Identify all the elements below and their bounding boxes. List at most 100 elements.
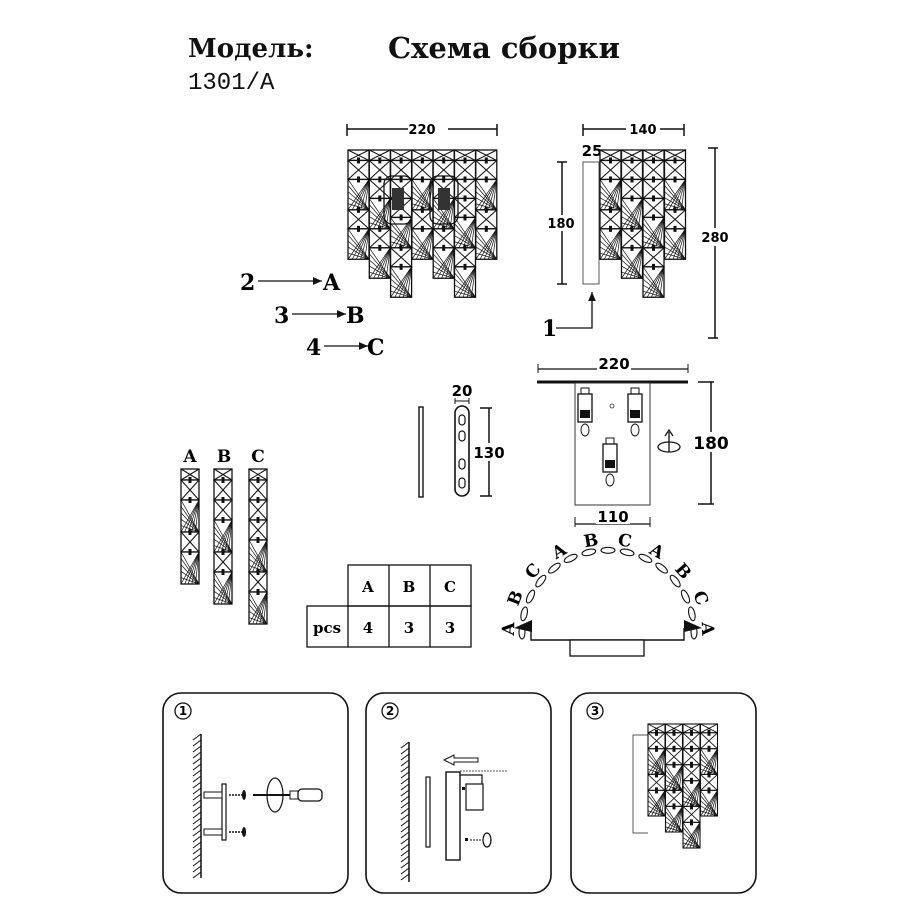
bracket-icon [425,776,431,848]
wall-hatch-icon [400,741,410,882]
screw-icon [229,790,246,837]
callout-number-2: 2 [240,270,255,296]
bracket-width-label: 20 [452,382,473,400]
arc-link [680,589,691,604]
table-value-b: 3 [404,619,414,637]
arc-end-pendant-right [684,620,702,632]
bracket-height-label: 130 [473,444,504,462]
top-width-label: 220 [598,355,629,373]
bracket-icon [221,783,227,841]
model-label: Модель: [188,34,314,64]
rotate-icon [657,428,681,453]
socket-icon [602,437,618,487]
bracket-view: 20 130 [418,382,505,498]
front-column-b [368,149,391,279]
arc-letter-c: C [616,530,633,552]
backplate-height-label: 180 [547,217,574,232]
arc-crystal-links [514,546,702,640]
bracket-plate [454,405,470,497]
callout-part-b: B [346,303,365,329]
wall-anchor-icon [203,791,223,836]
part-column-c [248,468,268,625]
callout-number-4: 4 [306,335,321,361]
arc-link [525,589,536,604]
parts-view: A B C [180,447,268,625]
arc-link [581,548,597,557]
table-value-a: 4 [363,619,373,637]
bracket-height-dimension: 130 [473,407,505,497]
page-title: Схема сборки [388,31,620,65]
table-header-b: B [403,578,416,596]
side-crystal-columns [599,149,687,298]
backplate-depth-label: 25 [582,142,603,160]
assembled-fixture [647,723,719,849]
step3-column-a [699,723,719,817]
front-column-a [475,149,498,260]
step-number-badge-3 [586,702,604,720]
callout-part-a: A [322,270,341,296]
arc-letter-a: A [697,621,718,637]
arc-link [669,574,681,588]
side-callout: 1 [542,292,596,342]
arc-link [520,606,529,622]
side-column-a [663,149,687,260]
socket-icon [627,387,643,437]
arc-letter-c: C [688,588,712,608]
step-number-badge-1 [174,702,192,720]
step-number-1: 1 [179,704,187,718]
side-depth-label: 140 [629,123,656,138]
socket-icon [577,387,593,437]
arc-link [619,548,635,557]
step-number-3: 3 [591,704,599,718]
part-column-a [180,468,200,585]
model-number: 1301/A [188,70,275,97]
bulb-sockets [577,387,643,487]
front-crystal-columns [347,149,498,298]
arc-link [563,553,578,564]
backplate-height-dimension: 180 [546,161,576,285]
side-view: 140 25 180 280 1 [542,120,730,342]
front-view: 220 2 A 3 B 4 C [240,120,498,361]
front-width-label: 220 [408,123,435,138]
base-width-label: 110 [597,508,628,526]
table-header-a: A [361,578,374,596]
side-depth-dimension: 140 [582,120,685,138]
arc-end-pendant-left [514,620,532,632]
arc-link [687,606,696,622]
callout-number-1: 1 [542,316,557,342]
arc-link [600,546,616,554]
nut-icon [482,832,492,848]
front-column-a [347,149,370,260]
top-height-label: 180 [693,434,729,454]
front-column-c [453,149,477,298]
step-panel-3: 3 [570,692,757,894]
part-column-b [213,468,233,605]
arc-link [638,553,653,564]
arc-link [548,562,561,574]
arc-letter-a: A [499,621,520,637]
arc-link [655,562,668,574]
part-label-a: A [182,447,197,467]
backplate-icon [445,771,461,861]
front-column-a [411,149,434,260]
bulb-icon [383,175,413,225]
table-row-label: pcs [313,619,341,637]
left-arrow-icon [442,754,479,766]
rotate-arrow-icon [266,777,284,813]
part-label-b: B [217,447,231,467]
front-column-b [432,149,455,279]
bracket-side-profile [418,406,424,498]
step-panel-1: 1 [162,692,349,894]
side-column-c [642,149,665,298]
wall-hatch-icon [192,733,202,879]
top-width-dimension: 220 [537,355,689,373]
step-panel-2: 2 [365,692,552,894]
step3-column-a [647,723,666,817]
side-column-b [620,149,644,279]
part-label-c: C [251,447,265,467]
top-height-dimension: 180 [693,381,729,505]
arc-letter-b: B [582,530,600,552]
top-view: 220 180 110 [537,355,729,527]
